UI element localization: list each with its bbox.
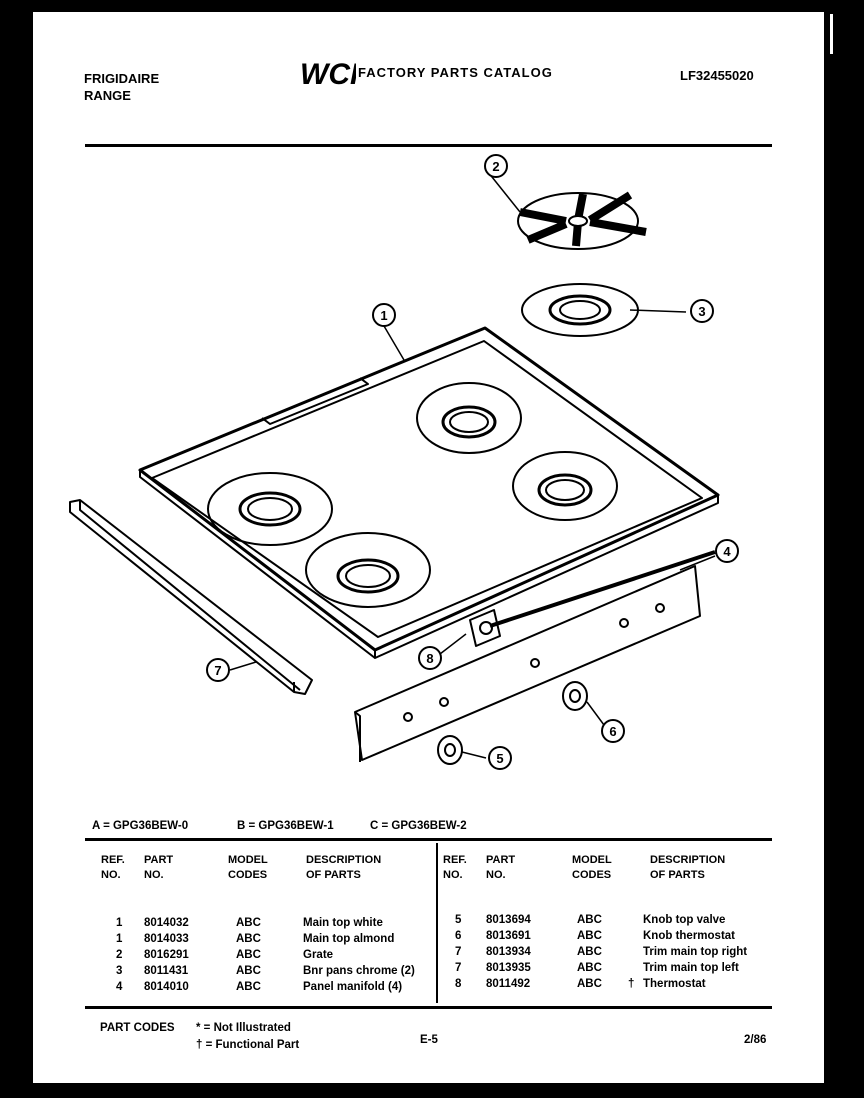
wci-logo: WCI	[300, 58, 356, 89]
cell-codes: ABC	[577, 978, 602, 990]
header-ref-right: REF.NO.	[443, 854, 467, 881]
legend-functional-part: † = Functional Part	[196, 1039, 300, 1051]
cell-codes: ABC	[577, 946, 602, 958]
cell-desc: Main top almond	[303, 933, 395, 945]
cell-ref: 7	[455, 946, 462, 958]
cell-codes: ABC	[577, 914, 602, 926]
svg-text:7: 7	[214, 663, 221, 678]
panel-manifold	[354, 550, 716, 762]
callout-4: 4	[715, 539, 739, 563]
thermostat-part	[469, 609, 501, 647]
cell-codes: ABC	[577, 930, 602, 942]
model-code-c: C = GPG36BEW-2	[370, 820, 467, 832]
cell-ref: 7	[455, 962, 462, 974]
catalog-title: FACTORY PARTS CATALOG	[358, 65, 553, 80]
main-top	[138, 326, 720, 659]
catalog-sheet	[33, 12, 824, 1083]
callout-6: 6	[601, 719, 625, 743]
cell-desc: Main top white	[303, 917, 383, 929]
callout-8: 8	[418, 646, 442, 670]
callout-1: 1	[372, 303, 396, 327]
legend-not-illustrated: * = Not Illustrated	[196, 1022, 291, 1034]
svg-text:2: 2	[492, 159, 499, 174]
svg-text:4: 4	[723, 544, 731, 559]
cell-part: 8013694	[486, 914, 531, 926]
svg-text:1: 1	[380, 308, 387, 323]
cell-part: 8011431	[144, 965, 189, 977]
svg-text:5: 5	[496, 751, 503, 766]
brand-name: FRIGIDAIRE	[84, 71, 160, 86]
knobs	[437, 681, 588, 765]
cell-part: 8013935	[486, 962, 531, 974]
cell-ref: 4	[116, 981, 123, 993]
callout-3: 3	[690, 299, 714, 323]
grate	[517, 191, 647, 250]
cell-codes: ABC	[236, 965, 261, 977]
cell-part: 8016291	[144, 949, 189, 961]
cell-ref: 6	[455, 930, 462, 942]
cell-ref: 2	[116, 949, 123, 961]
cell-codes: ABC	[236, 949, 261, 961]
svg-text:3: 3	[698, 304, 705, 319]
cell-part: 8013934	[486, 946, 531, 958]
callout-2: 2	[484, 154, 508, 178]
cell-mark: †	[628, 978, 635, 990]
cell-desc: Grate	[303, 949, 334, 961]
cell-desc: Panel manifold (4)	[303, 981, 403, 993]
cell-ref: 1	[116, 933, 123, 945]
cell-ref: 8	[455, 978, 462, 990]
catalog-date: 2/86	[744, 1034, 767, 1046]
product-type: RANGE	[84, 88, 131, 103]
page-number: E-5	[420, 1034, 438, 1046]
cell-desc: Trim main top left	[643, 962, 739, 974]
scan-edge-mark	[830, 14, 833, 54]
cell-part: 8011492	[486, 978, 531, 990]
cell-part: 8014033	[144, 933, 189, 945]
logo-text: WCI	[300, 58, 356, 89]
callouts: 1 2 3 4 5 6 7 8	[206, 154, 739, 770]
cell-codes: ABC	[236, 933, 261, 945]
cell-desc: Thermostat	[643, 978, 706, 990]
callout-5: 5	[488, 746, 512, 770]
cell-desc: Trim main top right	[643, 946, 748, 958]
cell-part: 8014010	[144, 981, 189, 993]
model-code-a: A = GPG36BEW-0	[92, 820, 189, 832]
table-column-divider	[436, 843, 438, 1003]
table-top-rule	[85, 838, 772, 841]
burner-pan	[521, 283, 639, 337]
cell-desc: Knob top valve	[643, 914, 726, 926]
cell-part: 8013691	[486, 930, 531, 942]
cell-part: 8014032	[144, 917, 189, 929]
callout-7: 7	[206, 658, 230, 682]
model-code-b: B = GPG36BEW-1	[237, 820, 334, 832]
cell-ref: 1	[116, 917, 123, 929]
svg-text:8: 8	[426, 651, 433, 666]
catalog-number: LF32455020	[680, 68, 754, 83]
part-codes-label: PART CODES	[100, 1022, 175, 1034]
cell-desc: Knob thermostat	[643, 930, 735, 942]
svg-text:6: 6	[609, 724, 616, 739]
header-rule	[85, 144, 772, 147]
table-bottom-rule	[85, 1006, 772, 1009]
cell-ref: 3	[116, 965, 123, 977]
brand-block: FRIGIDAIRE RANGE	[84, 70, 159, 104]
cell-codes: ABC	[236, 981, 261, 993]
cell-ref: 5	[455, 914, 462, 926]
trim-strip	[69, 499, 313, 695]
header-ref-left: REF.NO.	[101, 854, 125, 881]
cell-desc: Bnr pans chrome (2)	[303, 965, 415, 977]
cell-codes: ABC	[577, 962, 602, 974]
cell-codes: ABC	[236, 917, 261, 929]
